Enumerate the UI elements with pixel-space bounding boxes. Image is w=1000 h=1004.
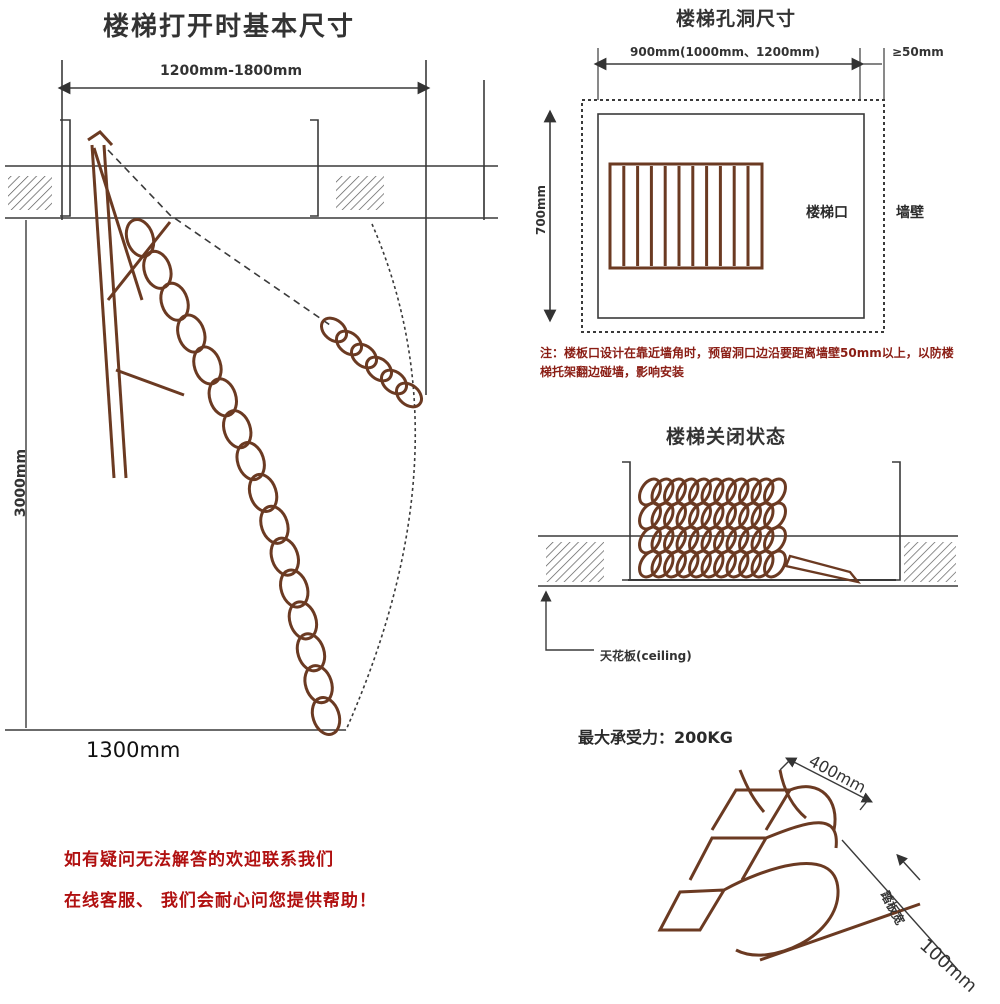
ladder-link bbox=[259, 504, 290, 545]
max-load-label: 最大承受力：200KG bbox=[578, 728, 733, 747]
floor-hatch-left bbox=[8, 176, 52, 210]
ladder-link bbox=[303, 664, 334, 705]
closed-ladder-link bbox=[638, 549, 662, 579]
step-dims bbox=[779, 757, 959, 971]
step-detail-drawing bbox=[657, 769, 921, 962]
closed-hatch-right bbox=[904, 542, 956, 582]
step-tread-2 bbox=[688, 836, 769, 881]
ceiling-pointer bbox=[540, 590, 594, 651]
step-hook-b bbox=[778, 769, 807, 820]
closed-ladder-link bbox=[700, 549, 725, 579]
closed-trim-left bbox=[622, 461, 631, 581]
step-link-a bbox=[723, 862, 840, 957]
closed-ladder-link bbox=[725, 549, 750, 579]
closed-ladder-link bbox=[638, 525, 662, 555]
contact-line-2: 在线客服、 我们会耐心问您提供帮助！ bbox=[64, 891, 377, 911]
open-ladder-links bbox=[124, 217, 342, 737]
ladder-link bbox=[222, 409, 253, 450]
step-rail-bottom bbox=[759, 902, 921, 962]
step-tread-3 bbox=[710, 788, 793, 831]
hole-width-dim: 900mm(1000mm、1200mm) bbox=[630, 45, 820, 59]
closed-ladder-link bbox=[713, 549, 737, 579]
hole-outer-dotted bbox=[581, 99, 885, 333]
hole-stair-slats bbox=[622, 166, 750, 266]
ceiling-label: 天花板(ceiling) bbox=[600, 649, 692, 663]
arm-brace-a bbox=[92, 147, 144, 301]
ladder-link bbox=[176, 313, 207, 354]
ladder-link bbox=[295, 632, 327, 673]
arm-rail-b bbox=[102, 144, 128, 479]
trim-left bbox=[60, 119, 71, 217]
tread-dim-arrow bbox=[896, 853, 921, 881]
hole-height-dim: 700mm bbox=[534, 184, 549, 236]
closed-ladder-link bbox=[763, 549, 787, 579]
swing-line bbox=[107, 149, 331, 326]
hole-opening-rect bbox=[597, 113, 865, 319]
open-view-title: 楼梯打开时基本尺寸 bbox=[103, 12, 356, 42]
wall-label: 墙壁 bbox=[896, 205, 924, 221]
opening-label: 楼梯口 bbox=[806, 205, 848, 221]
open-height-dim: 3000mm bbox=[13, 448, 30, 518]
hinge-top bbox=[87, 130, 114, 147]
closed-ladder-link bbox=[650, 549, 675, 579]
closed-ladder-link bbox=[688, 549, 712, 579]
tread-dim-line bbox=[841, 839, 959, 971]
ladder-link-folded bbox=[379, 368, 409, 396]
folded-stairs-top-view bbox=[608, 162, 764, 270]
closed-view-drawing bbox=[538, 461, 958, 651]
ladder-link-folded bbox=[394, 381, 424, 409]
ladder-link bbox=[192, 345, 223, 386]
closed-view-title: 楼梯关闭状态 bbox=[666, 426, 787, 448]
hole-view-title: 楼梯孔洞尺寸 bbox=[676, 8, 797, 30]
step-tread-1 bbox=[657, 888, 727, 932]
hole-gap-dim: ≥50mm bbox=[892, 45, 944, 59]
contact-line-1: 如有疑问无法解答的欢迎联系我们 bbox=[64, 850, 334, 870]
closed-ladder-link bbox=[675, 549, 700, 579]
ladder-link-folded bbox=[334, 329, 364, 357]
closed-ladder-link bbox=[638, 501, 662, 531]
ladder-link-folded bbox=[319, 316, 349, 344]
ladder-link bbox=[235, 441, 266, 482]
trim-right bbox=[310, 119, 319, 217]
open-base-dim: 1300mm bbox=[86, 738, 181, 762]
closed-ladder-link bbox=[663, 549, 687, 579]
ladder-link bbox=[269, 536, 300, 577]
ladder-link bbox=[310, 695, 342, 737]
ladder-link-folded bbox=[349, 342, 379, 370]
arm-brace-c bbox=[115, 368, 185, 397]
closed-ladder-link bbox=[750, 549, 775, 579]
arm-brace-b bbox=[106, 221, 172, 301]
ladder-link-folded bbox=[364, 355, 394, 383]
hole-note: 注：楼板口设计在靠近墙角时，预留洞口边沿要距离墙壁50mm以上，以防楼梯托架翻边… bbox=[540, 346, 954, 379]
closed-ladder-link bbox=[738, 549, 762, 579]
ladder-link bbox=[207, 377, 238, 418]
ladder-link bbox=[247, 472, 279, 513]
open-view-drawing bbox=[5, 60, 498, 731]
ladder-link bbox=[159, 281, 190, 322]
step-link-b bbox=[765, 821, 838, 849]
swing-arc bbox=[345, 223, 416, 731]
hole-view-drawing bbox=[543, 48, 885, 333]
step-width-dim-line bbox=[785, 757, 873, 803]
floor-hatch-right bbox=[336, 176, 384, 210]
open-width-dim: 1200mm-1800mm bbox=[160, 63, 303, 79]
ladder-link bbox=[287, 600, 319, 641]
arm-rail-a bbox=[90, 144, 116, 479]
closed-ladder-link bbox=[638, 477, 662, 507]
step-hook-a bbox=[738, 769, 766, 813]
ladder-link bbox=[279, 568, 310, 609]
closed-hatch-left bbox=[546, 542, 604, 582]
closed-ladder-stack bbox=[638, 477, 787, 579]
closed-arm bbox=[784, 554, 862, 584]
open-ladder-folded-section bbox=[319, 316, 424, 409]
closed-trim-right bbox=[892, 461, 901, 581]
